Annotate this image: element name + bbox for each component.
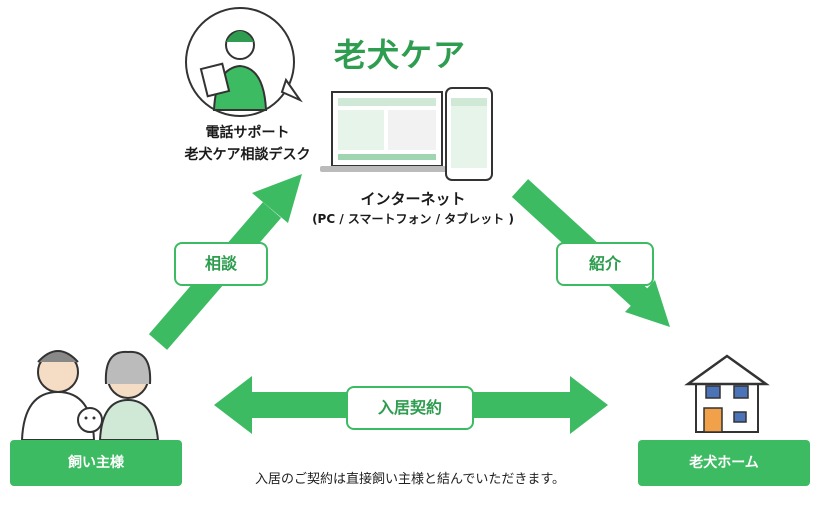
contract-note: 入居のご契約は直接飼い主様と結んでいただきます。 xyxy=(254,472,566,487)
operator-illustration xyxy=(185,7,303,117)
laptop-illustration xyxy=(320,91,454,172)
house-icon xyxy=(684,354,770,433)
phone-support-subtitle: 老犬ケア相談デスク xyxy=(184,147,311,163)
phone-support-label: 電話サポート 老犬ケア相談デスク xyxy=(175,122,320,166)
contract-label: 入居契約 xyxy=(346,386,474,430)
owner-illustration xyxy=(20,350,160,441)
internet-title: インターネット xyxy=(360,190,466,208)
smartphone-illustration xyxy=(445,87,493,181)
consult-label: 相談 xyxy=(174,242,268,286)
logo: 老犬ケア xyxy=(334,36,467,74)
phone-support-title: 電話サポート xyxy=(205,125,290,141)
introduce-label: 紹介 xyxy=(556,242,654,286)
home-box: 老犬ホーム xyxy=(638,440,810,486)
owner-box: 飼い主様 xyxy=(10,440,182,486)
internet-subtitle: (PC / スマートフォン / タブレット ) xyxy=(312,212,514,226)
